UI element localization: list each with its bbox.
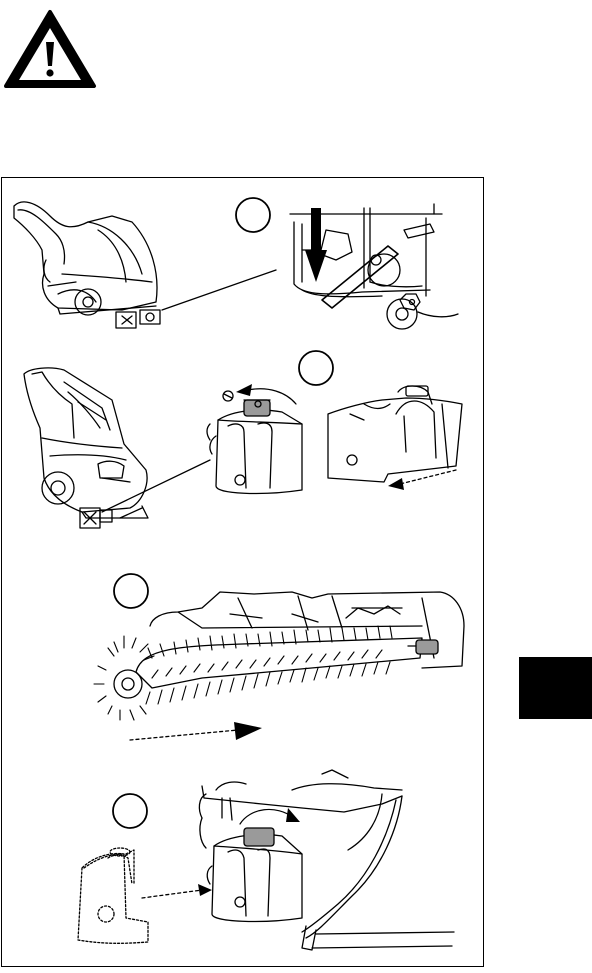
step-1-group (14, 198, 458, 329)
brush-cover-installed (207, 384, 302, 493)
step-1-marker (236, 198, 270, 232)
machine-front-view (24, 368, 148, 528)
section-tab (519, 657, 592, 719)
machine-side-view-1 (14, 202, 160, 328)
step-2-marker (299, 351, 333, 385)
step-4-group (78, 770, 454, 950)
step-3-group (94, 574, 464, 740)
brush-cover-removed (328, 386, 462, 482)
step-4-marker (113, 794, 147, 828)
illustration-frame (1, 177, 484, 967)
warning-triangle-icon (2, 8, 98, 90)
step-2-group (24, 351, 462, 528)
illustration-drawing (2, 178, 485, 968)
step-3-marker (114, 574, 148, 608)
ghost-cover (78, 848, 148, 943)
